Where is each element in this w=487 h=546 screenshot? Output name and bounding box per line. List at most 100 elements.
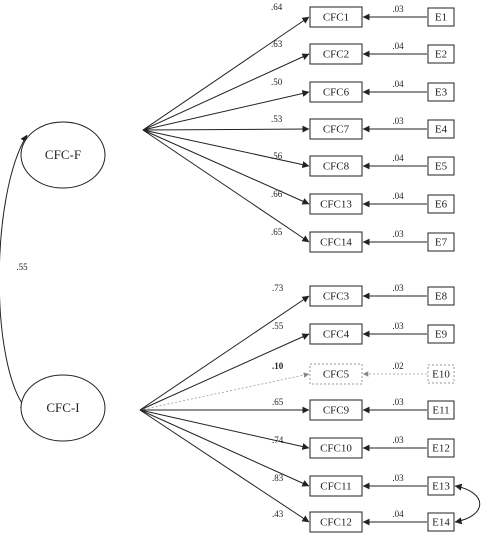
item-box-cfc1 bbox=[309, 6, 363, 28]
item-box-cfc4 bbox=[309, 323, 363, 345]
item-label-cfc2: CFC2 bbox=[323, 49, 349, 61]
factor-label-cfc-f: CFC-F bbox=[45, 147, 81, 162]
loading-path-cfc14 bbox=[142, 129, 310, 243]
loading-path-cfc10 bbox=[139, 409, 310, 450]
factor-correlation-label: .55 bbox=[16, 262, 28, 272]
error-label-e1: E1 bbox=[435, 12, 447, 24]
loading-label-cfc12: .43 bbox=[272, 509, 284, 519]
factor-label-cfc-i: CFC-I bbox=[46, 400, 79, 415]
error-box-e14 bbox=[427, 512, 455, 532]
loading-label-cfc8: .56 bbox=[271, 151, 283, 161]
error-covariance-arc-e13-e14 bbox=[454, 483, 481, 525]
item-box-cfc12 bbox=[309, 511, 363, 533]
item-label-cfc7: CFC7 bbox=[323, 124, 350, 136]
error-box-e1 bbox=[427, 7, 455, 27]
loading-label-cfc9: .65 bbox=[272, 397, 284, 407]
loading-label-cfc7: .53 bbox=[271, 114, 283, 124]
error-loading-label-e12: .03 bbox=[392, 435, 404, 445]
error-box-e2 bbox=[427, 44, 455, 64]
loading-label-cfc4: .55 bbox=[272, 321, 284, 331]
item-label-cfc4: CFC4 bbox=[323, 329, 350, 341]
labels-layer: .64 .03 .63 .04 .50 .04 .53 .03 .56 .04 .66 .04 .65.… bbox=[16, 2, 404, 519]
loading-label-cfc10: .74 bbox=[272, 435, 284, 445]
item-label-cfc9: CFC9 bbox=[323, 405, 350, 417]
error-label-e2: E2 bbox=[435, 49, 447, 61]
loading-label-cfc5: .10 bbox=[272, 361, 284, 371]
item-box-cfc9 bbox=[309, 399, 363, 421]
item-label-cfc14: CFC14 bbox=[320, 237, 352, 249]
loading-label-cfc2: .63 bbox=[271, 39, 283, 49]
error-label-e9: E9 bbox=[435, 329, 448, 341]
error-label-e11: E11 bbox=[432, 405, 449, 417]
item-box-cfc3 bbox=[309, 285, 363, 307]
loading-label-cfc1: .64 bbox=[271, 2, 283, 12]
error-box-e5 bbox=[427, 156, 455, 176]
item-box-cfc6 bbox=[309, 81, 363, 103]
item-label-cfc13: CFC13 bbox=[320, 199, 352, 211]
item-label-cfc5: CFC5 bbox=[323, 369, 350, 381]
error-loading-label-e3: .04 bbox=[392, 79, 404, 89]
loading-path-cfc11 bbox=[139, 409, 310, 487]
error-loading-label-e10: .02 bbox=[392, 361, 403, 371]
error-loading-label-e2: .04 bbox=[392, 41, 404, 51]
item-label-cfc1: CFC1 bbox=[323, 12, 349, 24]
factor-ellipse-cfc-f bbox=[20, 121, 106, 189]
error-label-e13: E13 bbox=[432, 481, 450, 493]
loading-path-cfc6 bbox=[142, 90, 310, 131]
item-label-cfc6: CFC6 bbox=[323, 87, 350, 99]
error-box-e11 bbox=[427, 400, 455, 420]
error-label-e5: E5 bbox=[435, 161, 448, 173]
error-loading-label-e9: .03 bbox=[392, 321, 404, 331]
error-label-e3: E3 bbox=[435, 87, 448, 99]
error-box-e13 bbox=[427, 476, 455, 496]
loading-label-cfc3: .73 bbox=[272, 283, 284, 293]
error-box-e7 bbox=[427, 232, 455, 252]
item-label-cfc10: CFC10 bbox=[320, 443, 352, 455]
error-box-e12 bbox=[427, 438, 455, 458]
factor-correlation-arc bbox=[0, 134, 28, 411]
error-loading-label-e7: .03 bbox=[392, 229, 404, 239]
loading-path-cfc3 bbox=[139, 295, 310, 411]
loading-label-cfc11: .83 bbox=[272, 473, 284, 483]
error-label-e10: E10 bbox=[432, 369, 450, 381]
item-box-cfc10 bbox=[309, 437, 363, 459]
item-box-cfc14 bbox=[309, 231, 363, 253]
item-box-cfc7 bbox=[309, 118, 363, 140]
error-box-e8 bbox=[427, 286, 455, 306]
loading-path-cfc13 bbox=[142, 129, 310, 205]
item-box-cfc2 bbox=[309, 43, 363, 65]
loading-path-cfc4 bbox=[139, 333, 310, 411]
error-label-e4: E4 bbox=[435, 124, 448, 136]
paths-layer bbox=[0, 13, 481, 526]
error-loading-label-e5: .04 bbox=[392, 153, 404, 163]
loading-path-cfc2 bbox=[142, 53, 310, 131]
item-box-cfc8 bbox=[309, 155, 363, 177]
item-label-cfc12: CFC12 bbox=[320, 517, 352, 529]
loading-label-cfc14: .65 bbox=[271, 227, 283, 237]
error-loading-label-e8: .03 bbox=[392, 283, 404, 293]
error-label-e7: E7 bbox=[435, 237, 448, 249]
item-label-cfc3: CFC3 bbox=[323, 291, 350, 303]
error-loading-label-e14: .04 bbox=[392, 509, 404, 519]
error-loading-label-e1: .03 bbox=[392, 4, 404, 14]
item-label-cfc8: CFC8 bbox=[323, 161, 350, 173]
error-box-e10 bbox=[427, 364, 455, 384]
error-loading-label-e11: .03 bbox=[392, 397, 404, 407]
loading-path-cfc7 bbox=[142, 125, 310, 133]
factor-ellipse-cfc-i bbox=[20, 374, 106, 442]
item-box-cfc13 bbox=[309, 193, 363, 215]
loading-path-cfc1 bbox=[142, 16, 310, 131]
error-loading-label-e4: .03 bbox=[392, 116, 404, 126]
error-label-e12: E12 bbox=[432, 443, 450, 455]
loading-path-cfc12 bbox=[139, 409, 310, 523]
error-label-e8: E8 bbox=[435, 291, 448, 303]
loading-label-cfc13: .66 bbox=[271, 189, 283, 199]
error-label-e6: E6 bbox=[435, 199, 448, 211]
error-loading-label-e13: .03 bbox=[392, 473, 404, 483]
item-box-cfc5 bbox=[309, 363, 363, 385]
error-label-e14: E14 bbox=[432, 517, 450, 529]
loading-path-cfc8 bbox=[142, 129, 310, 169]
loading-label-cfc6: .50 bbox=[271, 77, 283, 87]
item-label-cfc11: CFC11 bbox=[320, 481, 351, 493]
